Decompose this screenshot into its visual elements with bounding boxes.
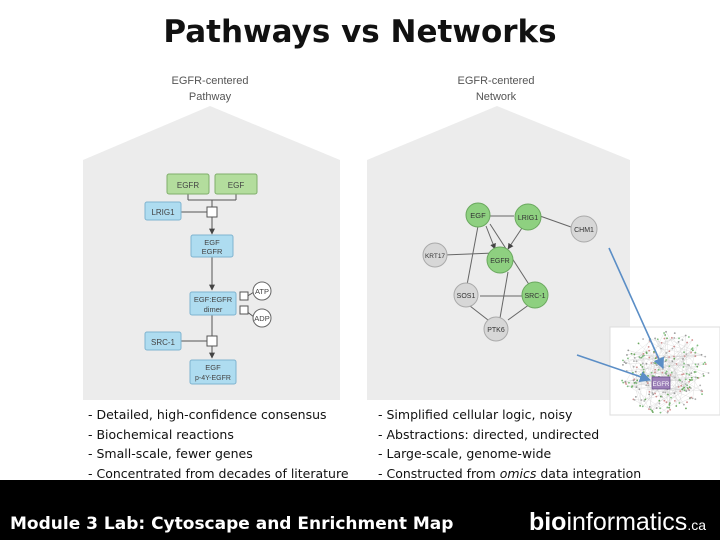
network-node-src1 [521,281,549,309]
network-node-lrig1 [514,203,542,231]
network-node-krt17 [422,242,448,268]
network-node-ptk6-label: PTK6 [487,327,505,334]
network-node-krt17-label: KRT17 [425,253,445,260]
network-bullet: - Large-scale, genome-wide [378,446,552,461]
network-bullet-suffix: data integration [536,465,642,481]
network-bullet-italic: omics [499,465,537,481]
pathway-node-dimer-line1: EGF:EGFR [194,295,233,304]
pointer-arrow-upper [608,247,664,370]
pathway-node-adp [252,308,272,328]
pathway-node-dimer-line2: dimer [204,305,223,314]
pathway-node-phospho-line1: EGF [205,363,221,372]
brand-bold: bio [528,508,567,536]
pointer-arrow-lower [576,354,652,383]
pathway-bullet: - Small-scale, fewer genes [88,446,253,461]
pathway-node-egf-label: EGF [228,181,245,190]
network-node-egfr-label: EGFR [490,258,509,265]
pathway-bullets: - Detailed, high-confidence consensus - … [88,405,349,483]
network-node-src1-label: SRC-1 [524,293,545,300]
pathway-node-complex-line2: EGFR [202,247,223,256]
pathway-node-phospho-egfr [189,359,237,385]
pathway-node-adp-label: ADP [254,314,269,323]
pathway-node-egfr [166,173,210,195]
network-node-sos1-label: SOS1 [457,293,476,300]
network-bullet: - Constructed from omics data integratio… [378,464,641,484]
network-bullet: - Abstractions: directed, undirected [378,426,600,442]
network-node-egfr [486,246,514,274]
pathway-node-atp [252,281,272,301]
pathway-node-egf [214,173,258,195]
network-heading-line1: EGFR-centered [457,75,534,87]
network-node-egf [465,202,491,228]
pathway-node-complex-line1: EGF [204,238,220,247]
pathway-node-phospho-line2: p-4Y-EGFR [195,375,231,382]
pathway-bullet: - Concentrated from decades of literatur… [88,465,349,481]
pathway-node-egf-egfr-complex [190,234,234,258]
pathway-heading-line2: Pathway [189,91,232,103]
pathway-bullet: - Biochemical reactions [88,426,234,442]
pathway-node-src1-label: SRC-1 [151,338,176,347]
slide-title: Pathways vs Networks [163,14,557,50]
network-bullet: - Simplified cellular logic, noisy [378,407,573,422]
brand-tld: .ca [687,517,706,533]
inset-highlight-box [651,376,671,390]
network-bullet-prefix: - Constructed from [378,465,500,481]
network-bullets: - Simplified cellular logic, noisy - Abs… [378,405,641,483]
bioinformatics-logo: bioinformatics.ca [529,508,706,537]
pathway-bullet: - Detailed, high-confidence consensus [88,407,327,422]
network-panel: EGFR-centered Network EGF LRIG1 CHM1 KRT… [367,75,630,400]
pathway-node-dimer [189,291,237,316]
pathway-heading-line1: EGFR-centered [171,75,248,87]
footer-bar: Module 3 Lab: Cytoscape and Enrichment M… [0,480,720,540]
network-node-chm1-label: CHM1 [574,227,594,234]
network-node-egf-label: EGF [470,211,486,220]
pathway-panel: EGFR-centered Pathway EGFR EGF LRIG1 E [83,75,340,400]
pathway-node-egfr-label: EGFR [177,181,199,190]
module-title: Module 3 Lab: Cytoscape and Enrichment M… [10,514,454,534]
network-heading-line2: Network [476,91,517,103]
inset-highlight-label: EGFR [653,382,670,388]
pathway-node-lrig1 [144,201,182,221]
pathway-node-atp-label: ATP [255,287,269,296]
network-node-lrig1-label: LRIG1 [518,215,538,222]
network-node-sos1 [453,282,479,308]
pathway-node-lrig1-label: LRIG1 [151,208,175,217]
large-network-inset: EGFR [609,326,720,416]
pathway-node-src1 [144,331,182,351]
network-node-chm1 [570,215,598,243]
network-node-ptk6 [483,316,509,342]
brand-rest: informatics [566,508,688,536]
